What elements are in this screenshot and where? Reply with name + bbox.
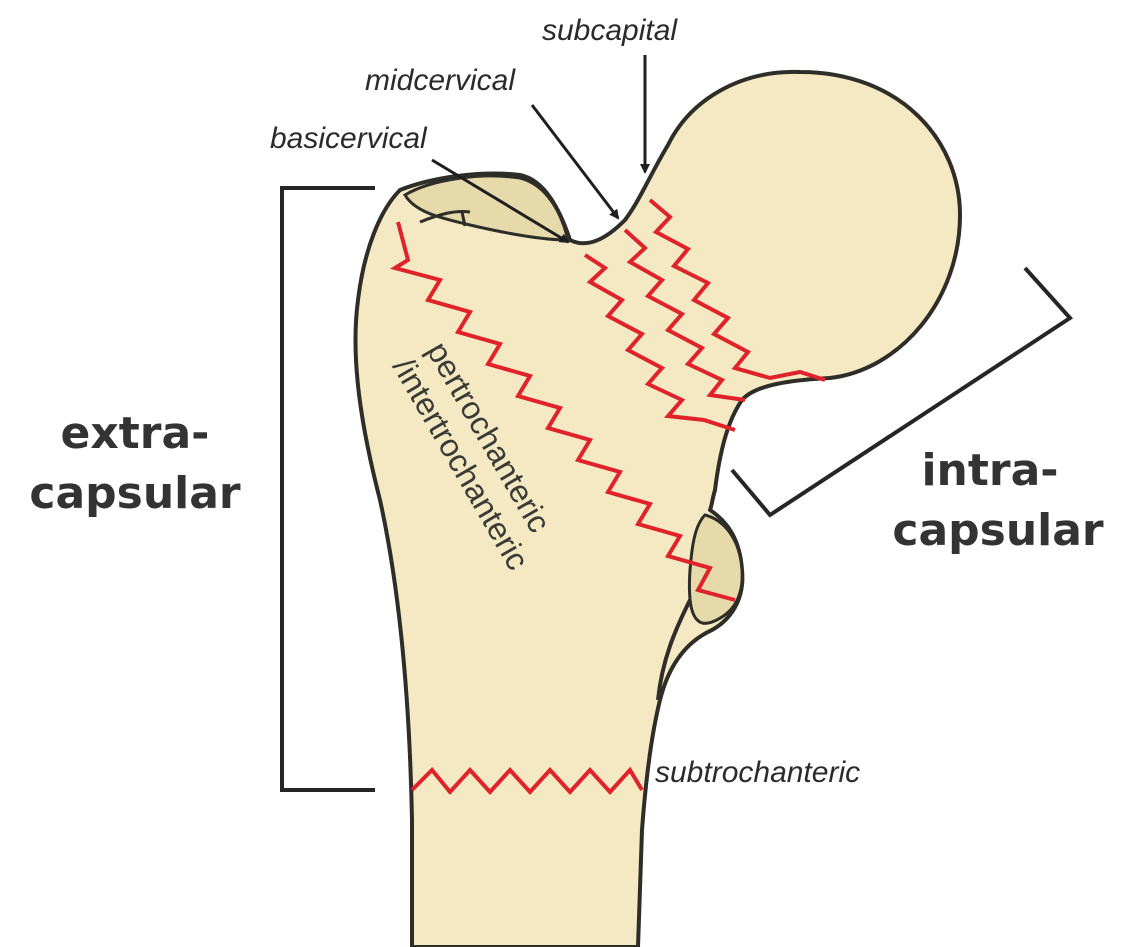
lesser-trochanter xyxy=(689,515,742,623)
subcapital-label: subcapital xyxy=(542,14,678,47)
extracapsular-label-line1: extra- xyxy=(61,408,210,459)
midcervical-label: midcervical xyxy=(365,64,516,97)
basicervical-label: basicervical xyxy=(270,122,428,155)
subtrochanteric-label: subtrochanteric xyxy=(655,756,860,789)
extracapsular-label-line2: capsular xyxy=(29,468,241,519)
intracapsular-label-line1: intra- xyxy=(921,445,1058,496)
intracapsular-label-line2: capsular xyxy=(892,505,1104,556)
